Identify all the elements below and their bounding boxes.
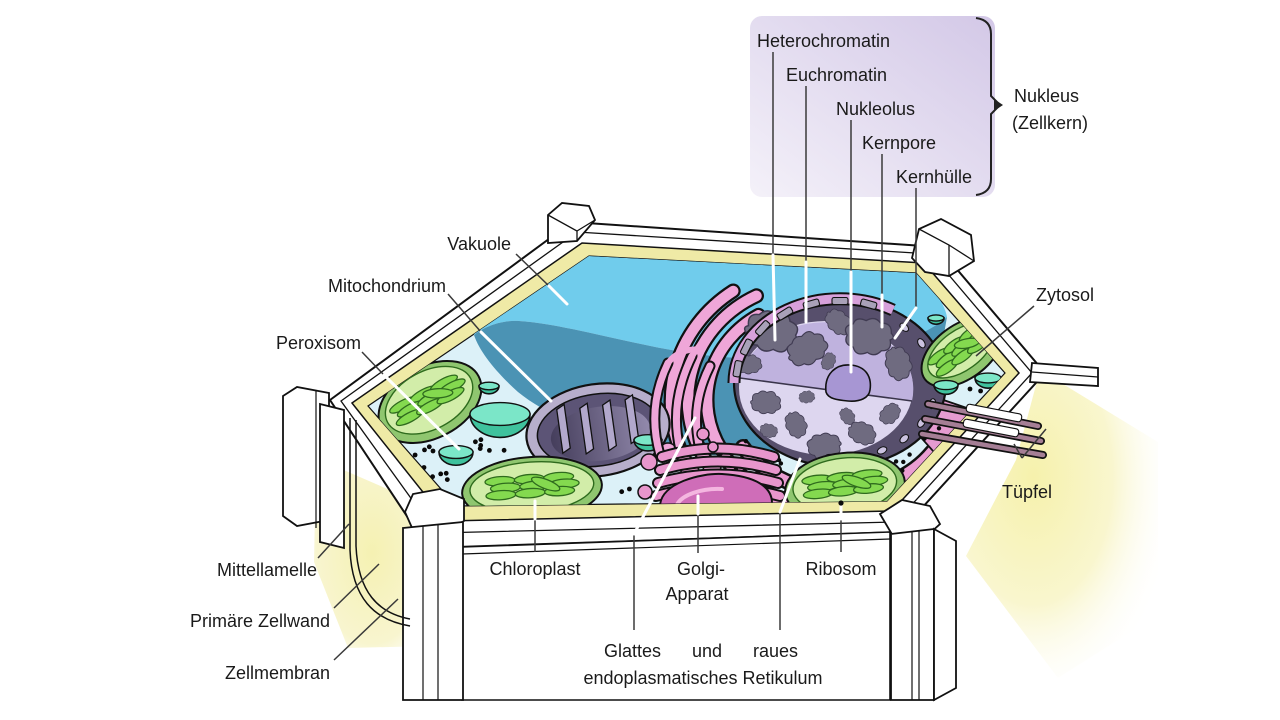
label-glattes-raues-er: Glattes und raues [604,641,798,661]
line-vakuole [515,253,550,287]
peroxisome [974,372,1002,389]
label-heterochromatin: Heterochromatin [757,31,890,51]
cell-wall-corner-posts [547,202,1099,387]
labels: Heterochromatin Euchromatin Nukleolus Ke… [190,31,1094,688]
label-zytosol: Zytosol [1036,285,1094,305]
label-vakuole: Vakuole [447,234,511,254]
leader-lines [317,52,1047,661]
label-euchromatin: Euchromatin [786,65,887,85]
label-ribosom: Ribosom [805,559,876,579]
peroxisome [927,314,945,325]
label-mitochondrium: Mitochondrium [328,276,446,296]
nucleus-label-box [750,16,1003,197]
wall-pillar-right [878,499,957,702]
mitochondrion [525,382,671,478]
label-nukleolus: Nukleolus [836,99,915,119]
label-golgi-1: Golgi- [677,559,725,579]
label-golgi-2: Apparat [665,584,728,604]
membrane-curve [349,418,411,627]
label-nukleus-2: (Zellkern) [1012,113,1088,133]
line-peroxisom [361,351,385,376]
label-primaere-zellwand: Primäre Zellwand [190,611,330,631]
front-cell-wall [402,488,957,702]
peroxisome [478,381,500,395]
label-zellmembran: Zellmembran [225,663,330,683]
corner-post-top-right [911,217,975,277]
line-mittellamelle [317,523,350,559]
nucleolus [825,364,872,402]
peroxisome [469,401,531,439]
wall-pillar-left [402,488,465,701]
label-endoplasmatisches-retikulum: endoplasmatisches Retikulum [583,668,822,688]
label-mittellamelle: Mittellamelle [217,560,317,580]
peroxisome [438,444,474,467]
label-chloroplast: Chloroplast [489,559,580,579]
label-peroxisom: Peroxisom [276,333,361,353]
exterior-middle-lamella-right [966,370,1158,678]
line-mitochondrium [447,293,482,333]
chloroplast [377,360,483,444]
label-kernpore: Kernpore [862,133,936,153]
envelope-cut-segments [732,296,878,378]
smooth-er-ribbons [649,339,716,461]
line-zytosol [975,305,1035,357]
label-nukleus-1: Nukleus [1014,86,1079,106]
line-primaere-zellwand [333,563,380,609]
nucleus [727,292,948,469]
line-tuepfel [1021,428,1047,459]
nucleus-bracket-arrow [994,99,1003,111]
peroxisome [933,379,959,396]
label-kernhuelle: Kernhülle [896,167,972,187]
label-tuepfel: Tüpfel [1002,482,1052,502]
mitochondrion-cristae [556,393,640,456]
left-wall-layers [282,386,411,627]
line-zellmembran [333,598,399,661]
pit-plasmodesmata [918,400,1047,459]
